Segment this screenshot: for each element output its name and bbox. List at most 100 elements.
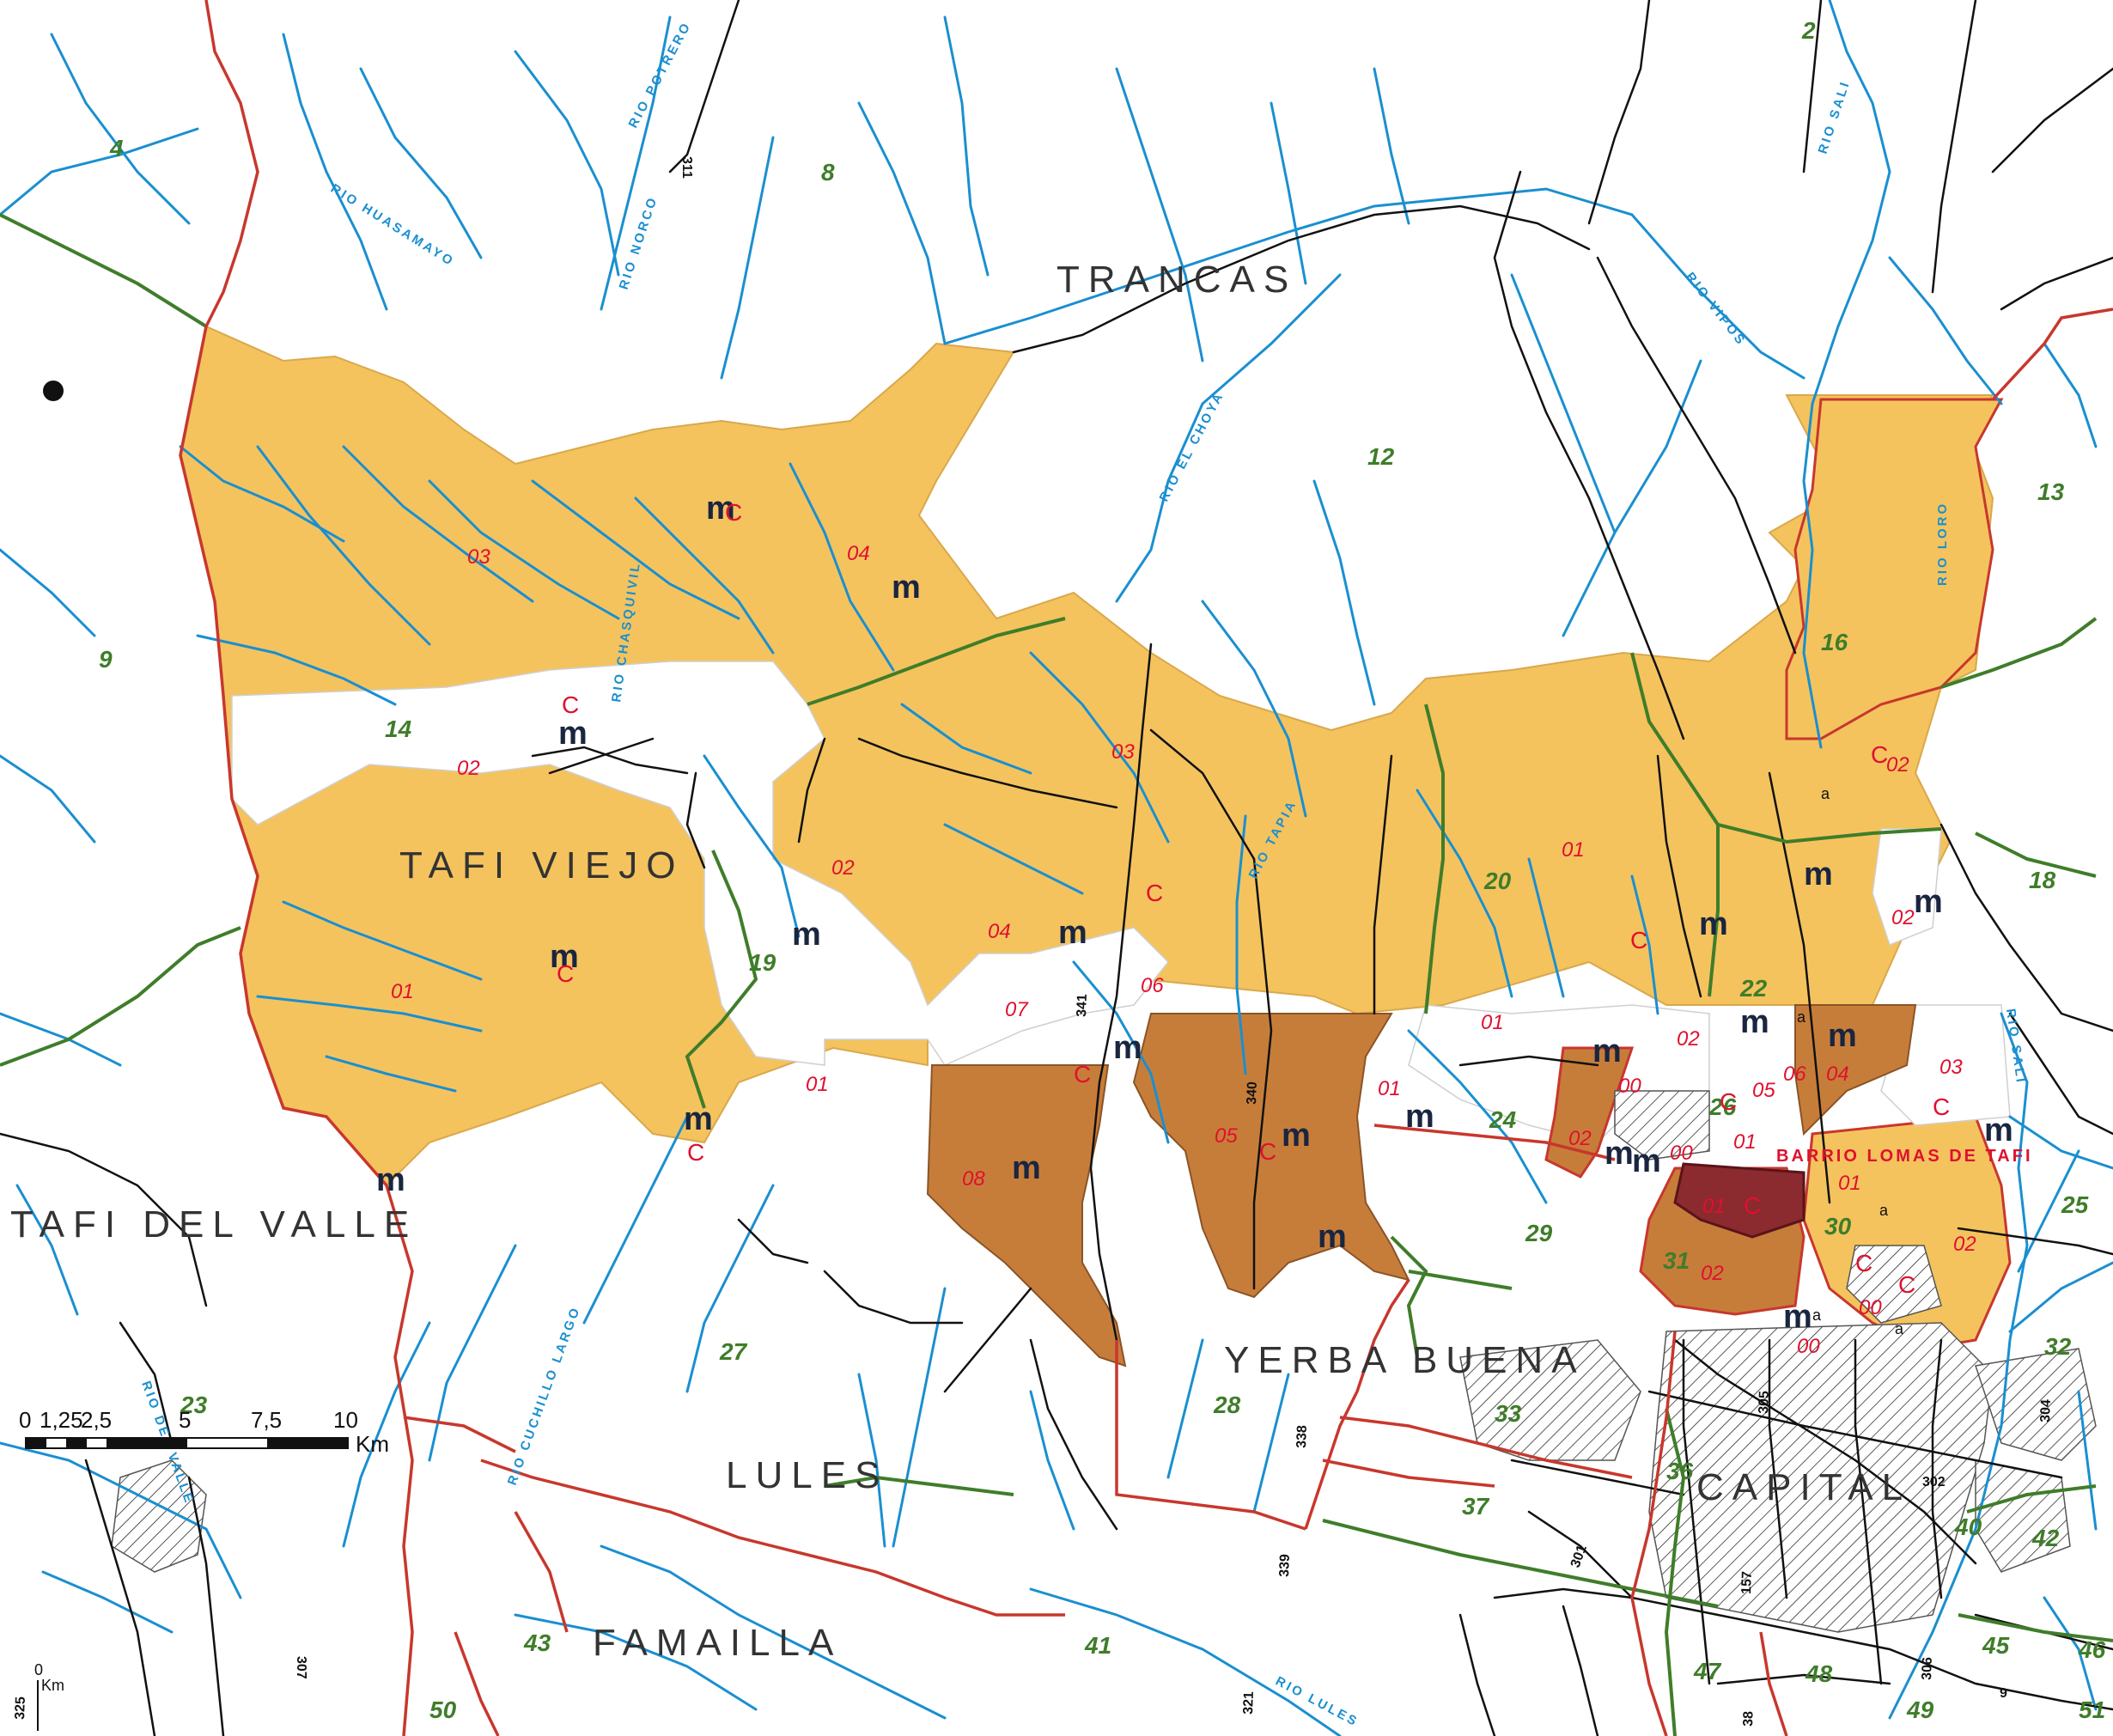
svg-text:01: 01 <box>391 980 414 1003</box>
dept-label-yerba-buena: YERBA BUENA <box>1224 1339 1586 1381</box>
svg-text:47: 47 <box>1693 1658 1722 1684</box>
symbol-a: a <box>1812 1307 1822 1324</box>
symbol-m: m <box>1405 1099 1434 1135</box>
symbol-m: m <box>1828 1018 1857 1054</box>
svg-text:04: 04 <box>1826 1063 1849 1086</box>
symbol-m: m <box>1058 915 1087 951</box>
svg-text:29: 29 <box>1525 1220 1553 1246</box>
svg-text:04: 04 <box>988 920 1011 943</box>
scale-tick-5: 10 <box>333 1407 358 1433</box>
svg-text:02: 02 <box>1953 1233 1976 1256</box>
symbol-m: m <box>684 1101 713 1137</box>
route-shield: 301 <box>1568 1543 1590 1569</box>
svg-text:Km: Km <box>41 1677 64 1694</box>
route-shield: 338 <box>1294 1425 1310 1448</box>
svg-text:RIO VIPOS: RIO VIPOS <box>1683 270 1749 349</box>
svg-text:01: 01 <box>1733 1130 1757 1154</box>
svg-text:24: 24 <box>1489 1106 1517 1133</box>
symbol-c: C <box>562 691 579 718</box>
route-shield: 302 <box>1922 1475 1946 1489</box>
svg-text:8: 8 <box>821 159 835 186</box>
svg-text:22: 22 <box>1739 975 1768 1002</box>
svg-text:03: 03 <box>1939 1056 1963 1079</box>
svg-text:05: 05 <box>1752 1079 1775 1102</box>
dept-label-famailla: FAMAILLA <box>593 1622 842 1664</box>
zone-numbers: 2 4 8 9 12 13 14 16 18 19 20 22 23 24 25… <box>99 17 2106 1723</box>
scale-tick-0: 0 <box>19 1407 31 1433</box>
svg-text:RIO CUCHILLO LARGO: RIO CUCHILLO LARGO <box>505 1304 583 1487</box>
svg-text:36: 36 <box>1666 1458 1694 1484</box>
svg-text:00: 00 <box>1670 1142 1693 1165</box>
svg-text:48: 48 <box>1805 1660 1833 1687</box>
route-shield: 157 <box>1739 1571 1755 1594</box>
symbol-m: m <box>1984 1112 2013 1148</box>
svg-text:RIO LORO: RIO LORO <box>1935 502 1950 586</box>
dept-label-tafi-viejo: TAFI VIEJO <box>399 844 684 886</box>
symbol-a: a <box>1821 785 1830 802</box>
svg-text:33: 33 <box>1495 1400 1522 1427</box>
svg-text:02: 02 <box>1568 1127 1592 1150</box>
svg-text:RIO EL CHOYA: RIO EL CHOYA <box>1157 389 1227 504</box>
symbol-c: C <box>1630 927 1647 953</box>
map-symbols: m m m m m m m m m m m m m m m m m m m m … <box>376 490 2013 1337</box>
svg-text:RIO POTRERO: RIO POTRERO <box>626 19 695 131</box>
symbol-m: m <box>558 716 588 752</box>
green-boundaries <box>0 213 2113 1736</box>
svg-text:00: 00 <box>1797 1335 1820 1358</box>
symbol-m: m <box>1699 906 1728 942</box>
svg-text:02: 02 <box>831 856 855 880</box>
svg-text:13: 13 <box>2037 478 2065 505</box>
svg-text:02: 02 <box>1886 753 1909 777</box>
svg-text:00: 00 <box>1859 1296 1882 1319</box>
radius-area-16-01 <box>1785 398 2004 740</box>
symbol-m: m <box>1804 856 1833 892</box>
symbol-c: C <box>1855 1250 1872 1276</box>
symbol-m: m <box>1113 1030 1142 1066</box>
symbol-c: C <box>1259 1138 1276 1165</box>
symbol-m: m <box>1740 1004 1769 1040</box>
svg-text:50: 50 <box>429 1696 457 1723</box>
svg-text:51: 51 <box>2079 1696 2105 1723</box>
svg-text:RIO HUASAMAYO: RIO HUASAMAYO <box>328 181 457 270</box>
svg-text:08: 08 <box>962 1167 985 1191</box>
symbol-m: m <box>1282 1118 1311 1154</box>
symbol-a: a <box>1895 1320 1904 1337</box>
radius-area-03-04 <box>179 325 1994 1187</box>
svg-text:41: 41 <box>1084 1632 1111 1659</box>
svg-text:19: 19 <box>749 949 776 976</box>
symbol-m: m <box>1592 1033 1622 1069</box>
svg-text:05: 05 <box>1215 1124 1238 1148</box>
svg-text:16: 16 <box>1821 629 1848 655</box>
scale-bar: 0 1,25 2,5 5 7,5 10 Km <box>19 1407 389 1457</box>
symbol-c: C <box>1720 1088 1737 1115</box>
svg-text:14: 14 <box>385 716 412 742</box>
svg-text:RIO SALI: RIO SALI <box>1816 78 1854 155</box>
svg-text:49: 49 <box>1906 1696 1934 1723</box>
svg-text:04: 04 <box>847 542 870 565</box>
dept-label-trancas: TRANCAS <box>1056 259 1297 301</box>
radius-codes: 03 04 02 03 02 01 01 02 04 07 06 08 05 0… <box>391 542 1976 1358</box>
scale-tick-2: 2,5 <box>81 1407 112 1433</box>
svg-text:28: 28 <box>1213 1392 1241 1418</box>
route-shield: 38 <box>1741 1711 1757 1727</box>
symbol-m: m <box>706 490 735 527</box>
svg-text:06: 06 <box>1141 974 1164 997</box>
svg-text:01: 01 <box>1838 1172 1861 1195</box>
scale-tick-1: 1,25 <box>40 1407 83 1433</box>
route-shield: 341 <box>1075 994 1090 1017</box>
route-shields: 311 341 340 338 339 301 305 302 304 306 … <box>13 156 2054 1727</box>
svg-text:26: 26 <box>1708 1093 1737 1120</box>
svg-text:40: 40 <box>1954 1514 1982 1540</box>
svg-text:2: 2 <box>1801 17 1816 44</box>
svg-text:27: 27 <box>719 1338 748 1365</box>
symbol-c: C <box>557 960 574 987</box>
route-shield: 311 <box>679 156 694 179</box>
inset-scale: 0 Km <box>34 1661 64 1731</box>
svg-text:02: 02 <box>1677 1027 1700 1051</box>
svg-text:06: 06 <box>1783 1063 1806 1086</box>
svg-text:02: 02 <box>1701 1262 1724 1285</box>
svg-text:00: 00 <box>1618 1075 1641 1098</box>
route-shield: 9 <box>2000 1686 2007 1701</box>
svg-text:07: 07 <box>1005 998 1029 1021</box>
